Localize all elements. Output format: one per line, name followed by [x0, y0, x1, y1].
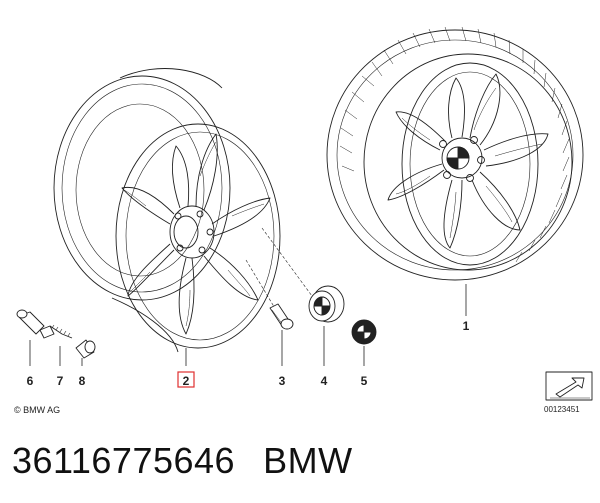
- callout-3[interactable]: 3: [279, 374, 286, 388]
- valve-core: [49, 324, 73, 366]
- part-number: 36116775646: [12, 440, 236, 481]
- hub-cap: [261, 227, 345, 366]
- rubber-valve: [16, 309, 55, 366]
- light-alloy-rim: [53, 68, 281, 366]
- wheel-bolt: [245, 259, 294, 366]
- brand-name: BMW: [263, 440, 353, 481]
- document-number: 00123451: [544, 405, 580, 414]
- callout-7[interactable]: 7: [57, 374, 64, 388]
- product-caption: 36116775646 BMW: [12, 440, 353, 482]
- callout-2[interactable]: 2: [183, 374, 190, 388]
- callout-5[interactable]: 5: [361, 374, 368, 388]
- direction-hint-icon: [545, 371, 593, 401]
- complete-wheel-assembly: [326, 26, 584, 316]
- callout-4[interactable]: 4: [321, 374, 328, 388]
- callout-1[interactable]: 1: [463, 319, 470, 333]
- emblem: [351, 319, 377, 366]
- valve-cap: [75, 339, 96, 366]
- callout-2-highlight: [177, 371, 195, 388]
- callout-6[interactable]: 6: [27, 374, 34, 388]
- copyright-notice: © BMW AG: [14, 405, 61, 415]
- callout-8[interactable]: 8: [79, 374, 86, 388]
